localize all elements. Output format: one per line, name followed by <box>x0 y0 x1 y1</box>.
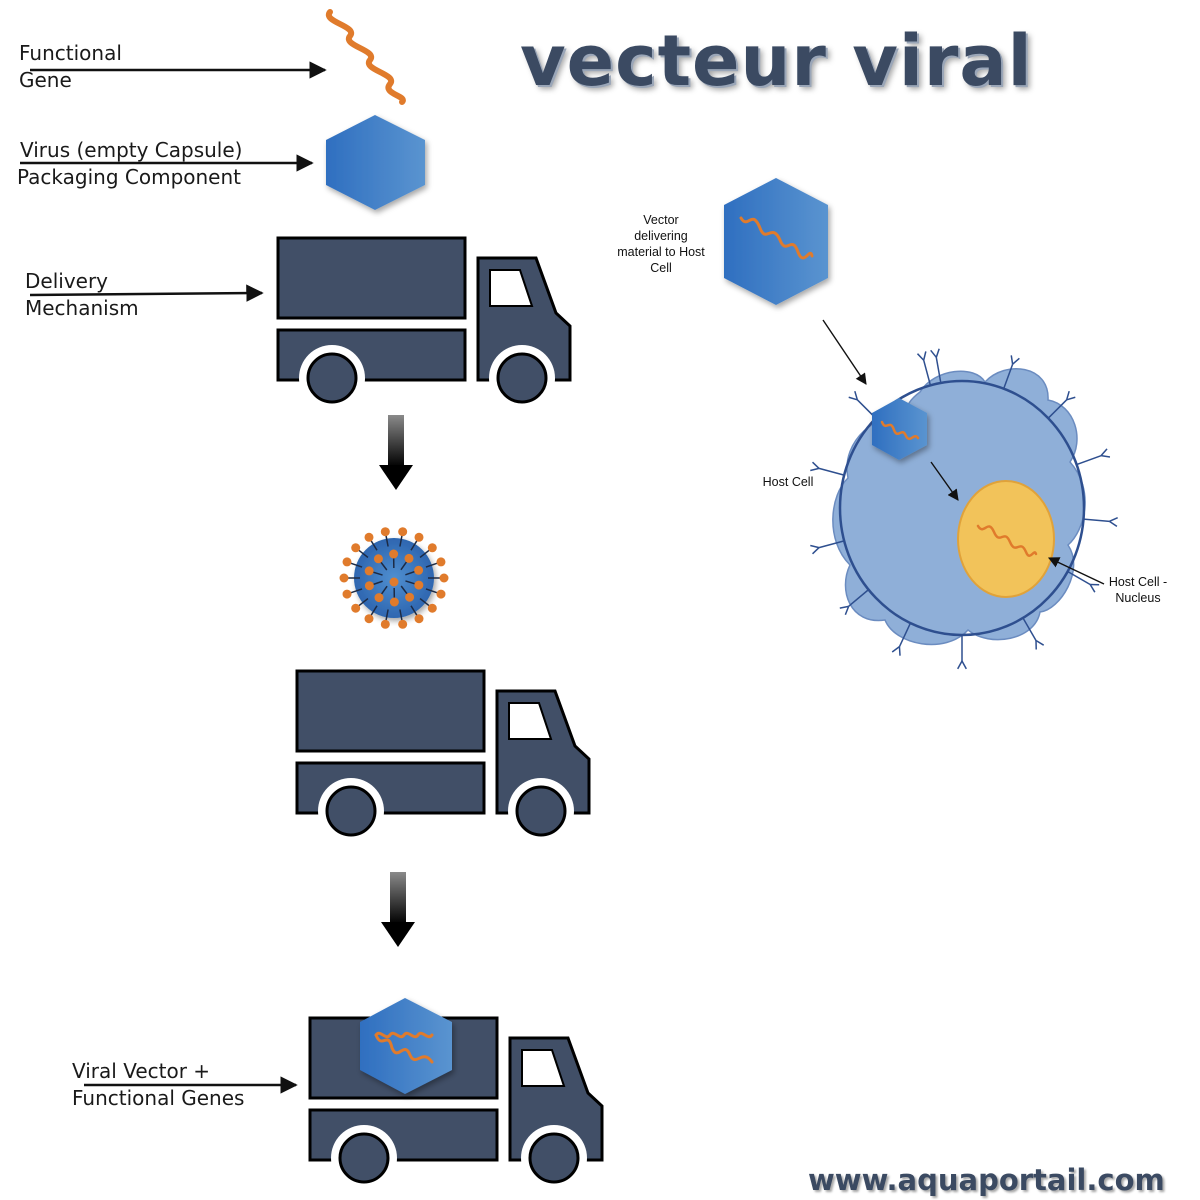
dna-strand-icon <box>374 1031 434 1064</box>
page-title: vecteur viral <box>520 20 1033 102</box>
virus-particle-icon <box>339 527 449 629</box>
label-virus-capsule: Virus (empty Capsule) Packaging Componen… <box>17 138 243 189</box>
nucleus-icon <box>957 480 1055 598</box>
footer-url: www.aquaportail.com <box>808 1163 1165 1197</box>
arrow-nucleus <box>1047 557 1105 585</box>
capsule-hexagon-icon <box>326 115 425 210</box>
dna-strand-icon <box>325 9 406 105</box>
capsule-hexagon-icon <box>724 178 828 305</box>
dna-strand-icon <box>739 216 814 260</box>
dna-strand-icon <box>880 420 920 441</box>
arrow-into-cell <box>930 461 959 501</box>
label-viral-vector-genes: Viral Vector + Functional Genes <box>72 1059 245 1110</box>
truck-icon <box>308 1016 604 1193</box>
label-host-cell: Host Cell <box>762 475 814 489</box>
down-arrow-icon <box>379 415 413 490</box>
down-arrow-icon <box>381 872 415 947</box>
label-delivery-mechanism: Delivery Mechanism <box>25 269 139 320</box>
capsule-hexagon-icon <box>360 998 452 1094</box>
label-functional-gene: Functional Gene <box>19 41 122 92</box>
dna-strand-icon <box>976 524 1038 557</box>
label-vector-delivering: Vector delivering material to Host Cell <box>617 213 705 275</box>
arrow-delivery-mechanism <box>29 284 264 302</box>
truck-icon <box>295 669 591 846</box>
label-host-cell-nucleus: Host Cell - Nucleus <box>1108 575 1168 605</box>
capsule-hexagon-icon <box>872 398 927 460</box>
arrow-vector-to-cell <box>822 319 867 385</box>
truck-icon <box>276 236 572 413</box>
